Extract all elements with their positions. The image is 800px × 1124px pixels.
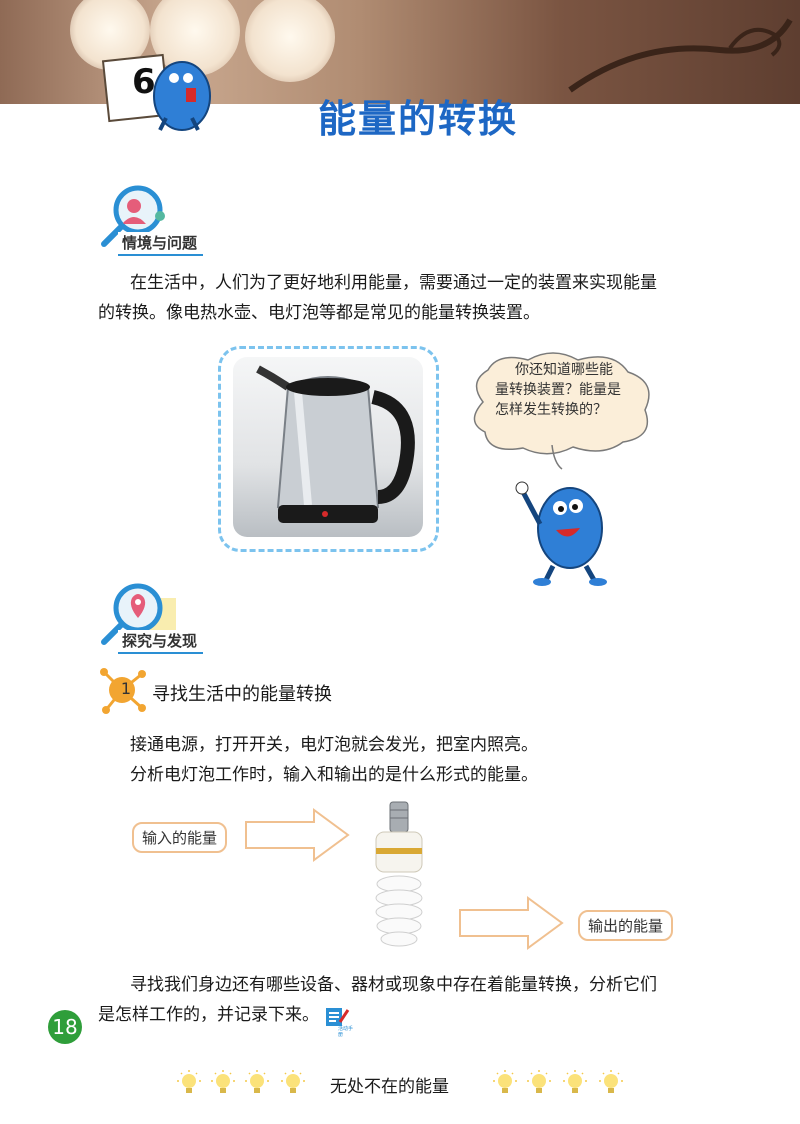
- thought-bubble: [473, 352, 650, 455]
- lightbulb-icon: [527, 1070, 551, 1093]
- lesson-number: 6: [132, 62, 156, 102]
- mascot-pointing-icon: [515, 481, 607, 586]
- bubble-line2: 量转换装置？能量是: [495, 382, 621, 398]
- lightbulb-icon: [245, 1070, 269, 1093]
- activity-handbook-label: 活动手册: [338, 1026, 354, 1038]
- intro-paragraph-line2: 的转换。像电热水壶、电灯泡等都是常见的能量转换装置。: [98, 303, 540, 323]
- closing-line1: 寻找我们身边还有哪些设备、器材或现象中存在着能量转换，分析它们: [130, 975, 657, 995]
- thought-bubble-tail: [551, 445, 563, 470]
- lightbulb-icon: [211, 1070, 235, 1093]
- footer-unit-title: 无处不在的能量: [330, 1077, 449, 1097]
- activity-handbook-icon[interactable]: 活动手册: [324, 1006, 353, 1038]
- step-line2: 分析电灯泡工作时，输入和输出的是什么形式的能量。: [130, 765, 538, 785]
- energy-saving-bulb-image: [375, 801, 423, 947]
- lesson-number-book-icon: [102, 53, 211, 131]
- bubble-text: 你还知道哪些能 量转换装置？能量是 怎样发生转换的？: [495, 360, 650, 420]
- step-line1: 接通电源，打开开关，电灯泡就会发光，把室内照亮。: [130, 735, 538, 755]
- input-energy-label: 输入的能量: [132, 822, 228, 853]
- electric-kettle-image: [233, 357, 423, 537]
- bubble-line3: 怎样发生转换的？: [495, 402, 607, 418]
- output-arrow-icon: [459, 896, 564, 950]
- intro-paragraph-line1: 在生活中，人们为了更好地利用能量，需要通过一定的装置来实现能量: [130, 273, 657, 293]
- magnifier-people-icon: [101, 185, 165, 247]
- lightbulb-icon: [599, 1070, 623, 1093]
- page-number: 18: [48, 1010, 82, 1044]
- lightbulb-icon: [493, 1070, 517, 1093]
- decorative-lamp-post-icon: [568, 18, 793, 93]
- output-energy-label: 输出的能量: [578, 910, 674, 941]
- step-molecule-icon: [100, 668, 146, 714]
- section-label-explore: 探究与发现: [118, 630, 204, 654]
- lightbulb-icon: [177, 1070, 201, 1093]
- input-arrow-icon: [245, 808, 350, 862]
- closing-line2: 是怎样工作的，并记录下来。: [98, 1005, 319, 1025]
- step-number: 1: [120, 679, 132, 698]
- section-label-scenario: 情境与问题: [118, 232, 204, 256]
- step-title: 寻找生活中的能量转换: [152, 684, 332, 705]
- lightbulb-icon: [563, 1070, 587, 1093]
- bubble-line1: 你还知道哪些能: [515, 362, 613, 378]
- lightbulb-icon: [281, 1070, 305, 1093]
- lesson-title: 能量的转换: [318, 97, 519, 141]
